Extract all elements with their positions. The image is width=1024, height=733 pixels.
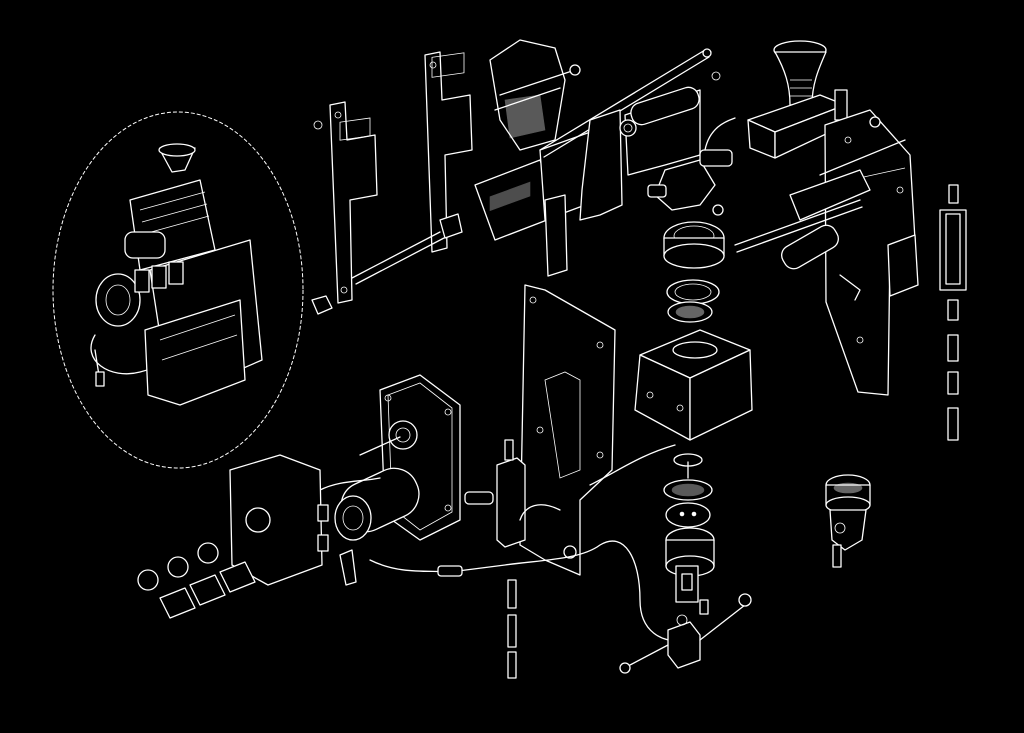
- long-shaft: [539, 48, 712, 158]
- inset-lower-plate: [144, 299, 246, 406]
- clip-ring: [313, 120, 323, 130]
- lower-spring-column: [507, 579, 517, 679]
- valve-housing: [634, 329, 753, 441]
- screw-and-cap: [673, 453, 703, 479]
- bracket-plate-left: [329, 101, 378, 304]
- main-frame-right: [824, 109, 919, 396]
- actuator-block: [464, 439, 526, 548]
- seal-ring: [666, 279, 720, 305]
- right-spring-column: [939, 184, 967, 441]
- assembled-unit-inset: [52, 111, 304, 469]
- mount-plate: [229, 454, 329, 586]
- nut-small: [311, 295, 333, 315]
- tie-rod: [351, 213, 463, 285]
- gear-rack-plate: [474, 124, 613, 277]
- center-mount-plate: [519, 284, 616, 576]
- bracket-plate-center: [424, 51, 473, 253]
- micro-switches: [137, 542, 256, 619]
- latch-assembly: [489, 39, 581, 151]
- crank-arm: [734, 139, 906, 301]
- solenoid-valve: [647, 117, 736, 216]
- upper-ring: [663, 221, 725, 269]
- lower-piston: [665, 502, 715, 603]
- inset-cylinder: [124, 231, 166, 259]
- mushroom-valve: [825, 474, 871, 568]
- lower-ring-a: [663, 479, 713, 501]
- filter-disc: [667, 301, 713, 323]
- drive-motor: [319, 467, 420, 586]
- knob-bracket: [747, 89, 848, 159]
- bottom-fitting: [619, 593, 752, 674]
- retaining-ring: [711, 71, 721, 81]
- wire-harness: [369, 444, 691, 642]
- pivot-pin: [619, 86, 700, 137]
- inset-motor: [95, 273, 141, 327]
- inset-ellipse: [52, 111, 304, 469]
